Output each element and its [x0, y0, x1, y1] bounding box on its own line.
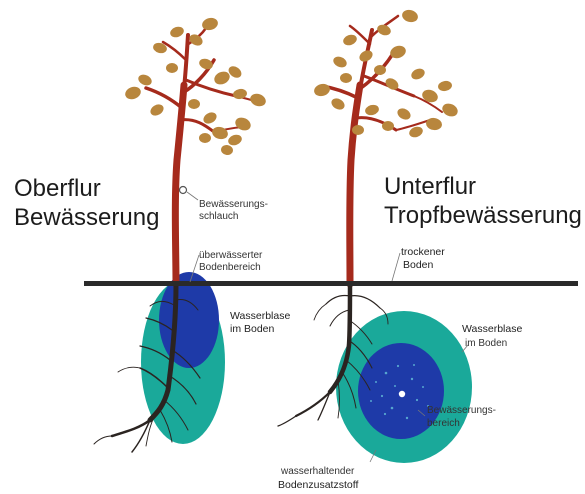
ground-line: [84, 281, 578, 286]
right-leaves: [313, 8, 460, 139]
hose-label-line2: schlauch: [199, 211, 238, 222]
right-title-line1: Unterflur: [384, 173, 476, 200]
irrigation-label-line1: Bewässerungs-: [427, 405, 496, 416]
left-title-line2: Bewässerung: [14, 204, 159, 231]
additive-label-line2: Bodenzusatzstoff: [278, 479, 358, 491]
left-leaves: [123, 16, 267, 156]
right-tree: [313, 8, 460, 284]
left-title-line1: Oberflur: [14, 175, 101, 202]
right-title-line2: Tropfbewässerung: [384, 202, 582, 229]
dry-label-line2: Boden: [403, 259, 434, 271]
drip-emitter-icon: [399, 391, 405, 397]
additive-label-line1: wasserhaltender: [280, 466, 355, 477]
right-bubble-label-line2: im Boden: [465, 338, 507, 349]
right-trunk: [322, 16, 442, 284]
hose-icon: [180, 187, 187, 194]
hose-pointer: [187, 192, 198, 200]
dry-label-line1: trockener: [401, 246, 445, 258]
overwatered-label-line1: überwässerter: [199, 250, 263, 261]
left-bubble-label-line1: Wasserblase: [230, 310, 290, 322]
left-bubble-label-line2: im Boden: [230, 323, 275, 335]
irrigation-label-line2: bereich: [427, 418, 460, 429]
left-tree: [123, 16, 267, 284]
hose-label-line1: Bewässerungs-: [199, 199, 268, 210]
overwatered-label-line2: Bodenbereich: [199, 262, 261, 273]
left-overwatered-zone: [159, 272, 219, 368]
right-bubble-label-line1: Wasserblase: [462, 323, 522, 335]
right-water-zone: [336, 311, 472, 463]
